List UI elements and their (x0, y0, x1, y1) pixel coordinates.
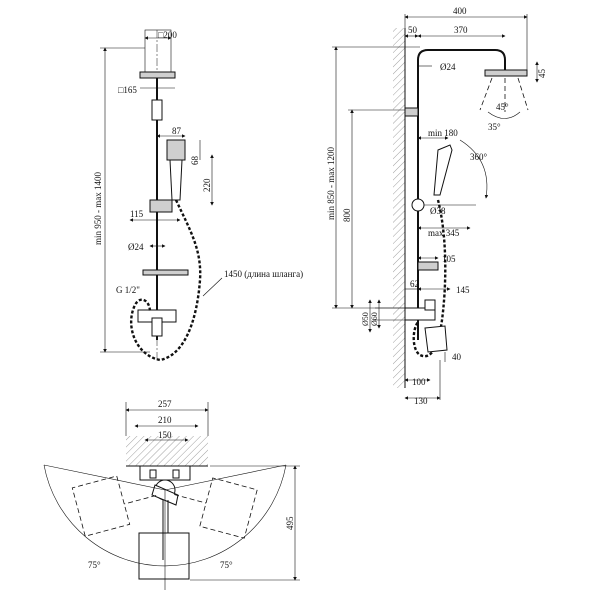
dim-62-label: 62 (410, 279, 419, 289)
angle-35-label: 35° (488, 122, 501, 132)
dim-220-label: 220 (202, 178, 212, 192)
dim-257-label: 257 (158, 399, 172, 409)
hose-side (412, 199, 447, 358)
height-range-front-label: min 950 - max 1400 (93, 172, 103, 245)
mixer-side (404, 307, 436, 321)
hose-length-label: 1450 (длина шланга) (224, 269, 303, 279)
top-view: 257 210 150 75° 75° (43, 399, 300, 590)
mixer-top (139, 465, 191, 481)
dim-min180-label: min 180 (428, 128, 458, 138)
dim-145-label: 145 (456, 285, 470, 295)
shelf-front (142, 269, 189, 276)
slider-side (411, 198, 425, 212)
shower-head-side (484, 69, 528, 77)
arm-side (417, 49, 506, 70)
dim-50-label: 50 (408, 25, 418, 35)
dim-100-label: 100 (412, 377, 426, 387)
wall-bracket-side (404, 107, 419, 117)
dim-87-label: 87 (172, 126, 182, 136)
shower-head-top (138, 532, 190, 580)
dim-45-label: 45 (537, 69, 547, 79)
hand-shower-front (166, 139, 186, 161)
dim-495-label: 495 (285, 516, 295, 530)
dim-105-label: 105 (442, 254, 456, 264)
angle-45-label: 45° (496, 102, 509, 112)
dim-68-label: 68 (190, 156, 200, 166)
dim-210-label: 210 (158, 415, 172, 425)
dim-370-label: 370 (454, 25, 468, 35)
height-range-side-label: min 850 - max 1200 (326, 147, 336, 220)
dim-40-label: 40 (452, 352, 462, 362)
dim-d38-label: Ø38 (430, 206, 446, 216)
dim-800-label: 800 (342, 208, 352, 222)
front-view: □200 □165 87 68 220 115 Ø24 G 1/2" 1450 … (93, 29, 303, 362)
side-view: 45° 35° 400 50 370 Ø24 45 min 180 360° Ø… (326, 6, 547, 406)
dim-150-label: 150 (158, 430, 172, 440)
slider-front (149, 199, 173, 213)
mount-size-label: □165 (118, 85, 137, 95)
angle-right-label: 75° (220, 560, 233, 570)
dim-d60-label: Ø60 (370, 312, 379, 326)
dim-d24-side-label: Ø24 (440, 62, 456, 72)
dim-130-label: 130 (414, 396, 428, 406)
rotated-left (174, 477, 258, 539)
angle-360-label: 360° (470, 152, 488, 162)
shower-head-front (139, 71, 176, 79)
dim-d50-label: Ø50 (361, 312, 370, 326)
dim-max345-label: max 345 (428, 228, 460, 238)
angle-left-label: 75° (88, 560, 101, 570)
shelf-side (417, 261, 439, 271)
dim-400-label: 400 (453, 6, 467, 16)
rotated-right (71, 475, 157, 537)
hand-shower-side (433, 144, 453, 196)
dim-115-label: 115 (130, 209, 144, 219)
head-size-label: □200 (158, 30, 177, 40)
hose-front (130, 199, 202, 362)
dim-d24-label: Ø24 (128, 242, 144, 252)
wall-hatch (393, 28, 405, 388)
thread-label: G 1/2" (116, 285, 140, 295)
wall-hatch-top (126, 436, 208, 466)
